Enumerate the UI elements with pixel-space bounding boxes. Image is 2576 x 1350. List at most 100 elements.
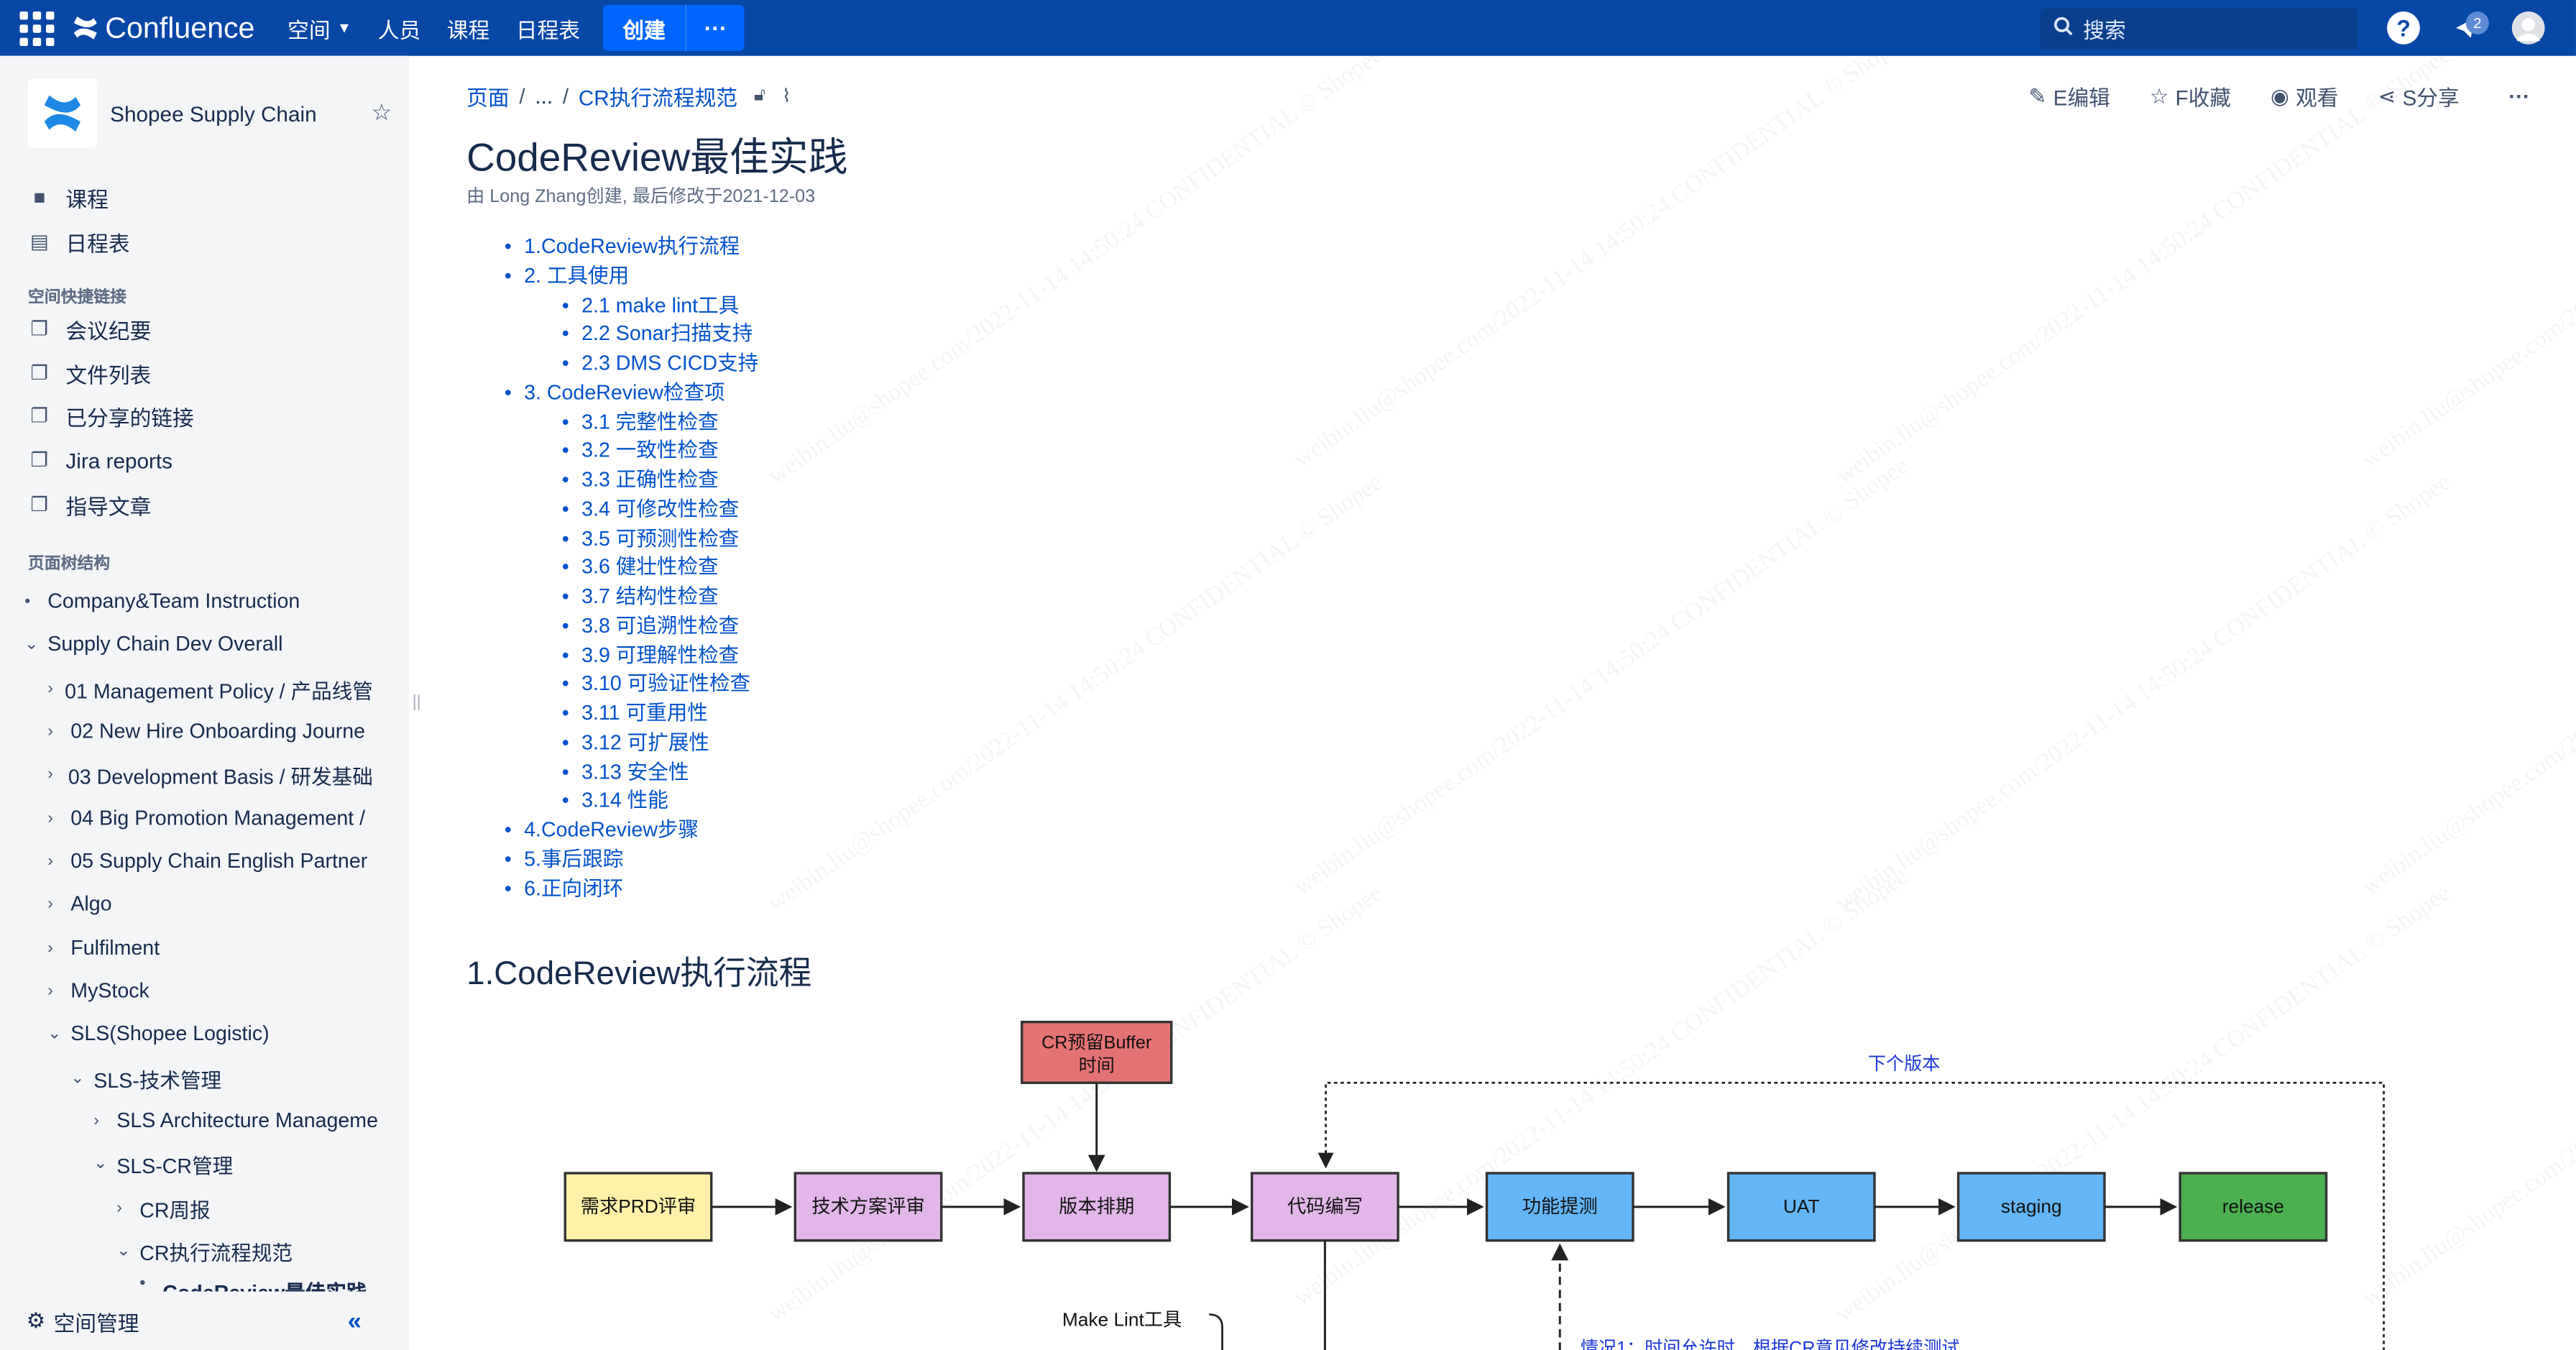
help-icon[interactable]: ? bbox=[2387, 11, 2420, 45]
chevron-right-icon[interactable]: › bbox=[116, 1198, 122, 1217]
restrictions-lock-icon[interactable]: 🔓︎ bbox=[753, 85, 766, 106]
shortcut-jira-reports[interactable]: ❐Jira reports bbox=[28, 442, 173, 478]
toc-link[interactable]: 2.3 DMS CICD支持 bbox=[581, 352, 759, 375]
chevron-down-icon[interactable]: ⌄ bbox=[93, 1154, 108, 1172]
collapse-sidebar-icon[interactable]: « bbox=[347, 1307, 362, 1336]
tree-item[interactable]: ›03 Development Basis / 研发基础 bbox=[47, 756, 373, 791]
favorite-button[interactable]: ☆F收藏 bbox=[2150, 81, 2231, 111]
shortcut-label: Jira reports bbox=[65, 447, 173, 473]
chevron-right-icon[interactable]: › bbox=[93, 1111, 99, 1130]
toc-link[interactable]: 3. CodeReview检查项 bbox=[524, 380, 725, 404]
chevron-right-icon[interactable]: › bbox=[47, 939, 53, 958]
tree-item[interactable]: ›Fulfilment bbox=[47, 930, 373, 966]
toc-link[interactable]: 4.CodeReview步骤 bbox=[524, 818, 699, 842]
toc-link[interactable]: 3.5 可预测性检查 bbox=[581, 526, 740, 550]
toc-link[interactable]: 3.14 性能 bbox=[581, 789, 668, 812]
shortcut-shared-links[interactable]: ❐已分享的链接 bbox=[28, 398, 194, 433]
toc-link[interactable]: 3.8 可追溯性检查 bbox=[581, 614, 740, 638]
tree-item[interactable]: ⌄SLS(Shopee Logistic) bbox=[47, 1016, 373, 1052]
tree-item[interactable]: › 01 Management Policy / 产品线管 bbox=[47, 671, 373, 707]
tree-item[interactable]: ›04 Big Promotion Management / bbox=[47, 800, 373, 836]
toc-link[interactable]: 3.7 结构性检查 bbox=[581, 584, 719, 608]
shortcut-file-list[interactable]: ❐文件列表 bbox=[28, 355, 152, 391]
bullet-icon: • bbox=[24, 592, 31, 611]
chevron-right-icon[interactable]: › bbox=[47, 852, 53, 871]
sidebar-item-calendar[interactable]: ▤日程表 bbox=[28, 224, 130, 260]
nav-spaces[interactable]: 空间▼ bbox=[275, 12, 365, 43]
chevron-down-icon[interactable]: ⌄ bbox=[47, 1024, 62, 1043]
space-header[interactable]: Shopee Supply Chain ☆ bbox=[27, 78, 406, 148]
flow-box-coding bbox=[1250, 1172, 1399, 1242]
chevron-right-icon[interactable]: › bbox=[47, 894, 53, 913]
toc-link[interactable]: 3.4 可修改性检查 bbox=[581, 497, 740, 520]
tree-item[interactable]: › CR周报 bbox=[116, 1190, 380, 1226]
nav-people[interactable]: 人员 bbox=[364, 12, 433, 43]
toc-link[interactable]: 3.3 正确性检查 bbox=[581, 468, 719, 492]
toc-link[interactable]: 1.CodeReview执行流程 bbox=[524, 234, 740, 258]
toc-link[interactable]: 5.事后跟踪 bbox=[524, 847, 624, 871]
nav-calendar[interactable]: 日程表 bbox=[503, 12, 594, 43]
flow-box-qa bbox=[1485, 1172, 1634, 1242]
toc-item: 2. 工具使用 bbox=[505, 262, 758, 292]
tree-item-label: 01 Management Policy / 产品线管 bbox=[65, 679, 373, 703]
tree-item[interactable]: ›Algo bbox=[47, 886, 373, 922]
tree-item[interactable]: ›MyStock bbox=[47, 973, 373, 1009]
shortcut-meeting-notes[interactable]: ❐会议纪要 bbox=[28, 311, 152, 346]
toc-item: 3.11 可重用性 bbox=[505, 700, 758, 730]
toc-link[interactable]: 3.13 安全性 bbox=[581, 760, 689, 784]
chevron-down-icon[interactable]: ⌄ bbox=[70, 1068, 85, 1087]
toc-link[interactable]: 3.10 可验证性检查 bbox=[581, 672, 751, 696]
toc-link[interactable]: 2.2 Sonar扫描支持 bbox=[581, 322, 753, 346]
user-avatar[interactable] bbox=[2511, 11, 2545, 45]
chevron-down-icon[interactable]: ⌄ bbox=[116, 1241, 131, 1259]
toc-link[interactable]: 3.12 可扩展性 bbox=[581, 730, 709, 754]
share-button[interactable]: ⋖S分享 bbox=[2378, 81, 2459, 111]
watch-button[interactable]: ◉观看 bbox=[2271, 81, 2339, 111]
search-input[interactable]: 搜索 bbox=[2040, 8, 2358, 50]
toc-link[interactable]: 2.1 make lint工具 bbox=[581, 293, 740, 316]
chevron-right-icon[interactable]: › bbox=[47, 764, 53, 784]
chevron-right-icon[interactable]: › bbox=[47, 679, 53, 698]
tree-item[interactable]: ›05 Supply Chain English Partner bbox=[47, 843, 373, 879]
shortcut-label: 文件列表 bbox=[65, 362, 152, 387]
tree-item[interactable]: › SLS Architecture Manageme bbox=[93, 1103, 380, 1139]
toc-link[interactable]: 3.6 健壮性检查 bbox=[581, 556, 719, 579]
chevron-down-icon[interactable]: ⌄ bbox=[24, 635, 39, 653]
nav-courses[interactable]: 课程 bbox=[433, 12, 502, 43]
toc-link[interactable]: 6.正向闭环 bbox=[524, 876, 624, 900]
toc-item: 5.事后跟踪 bbox=[505, 846, 758, 876]
toc-item: 3.8 可追溯性检查 bbox=[505, 612, 758, 642]
toc-link[interactable]: 3.2 一致性检查 bbox=[581, 438, 719, 462]
edit-button[interactable]: ✎E编辑 bbox=[2029, 81, 2110, 111]
shortcut-guide-articles[interactable]: ❐指导文章 bbox=[28, 487, 152, 523]
space-settings-footer[interactable]: ⚙ 空间管理 « bbox=[0, 1291, 410, 1350]
tree-item-label: SLS Architecture Manageme bbox=[116, 1108, 378, 1132]
toc-link[interactable]: 3.9 可理解性检查 bbox=[581, 643, 740, 666]
tree-item-label: CR周报 bbox=[139, 1198, 211, 1222]
chevron-right-icon[interactable]: › bbox=[47, 981, 53, 1000]
tree-item[interactable]: ⌄SLS-CR管理 bbox=[93, 1145, 380, 1181]
toc-link[interactable]: 3.11 可重用性 bbox=[581, 701, 708, 725]
tree-item[interactable]: ⌄CR执行流程规范 bbox=[116, 1232, 380, 1268]
attachment-icon[interactable]: ⌇ bbox=[782, 87, 791, 107]
tree-item[interactable]: ⌄SLS-技术管理 bbox=[70, 1060, 382, 1096]
sidebar-resize-handle[interactable]: || bbox=[412, 693, 421, 712]
tree-item[interactable]: ›02 New Hire Onboarding Journe bbox=[47, 713, 373, 749]
sidebar-item-courses[interactable]: ■课程 bbox=[28, 179, 109, 215]
breadcrumb-pages[interactable]: 页面 bbox=[466, 85, 510, 111]
app-switcher-icon[interactable] bbox=[18, 10, 55, 46]
toc-link[interactable]: 2. 工具使用 bbox=[524, 264, 630, 288]
toc-link[interactable]: 3.1 完整性检查 bbox=[581, 410, 719, 433]
create-button[interactable]: 创建 bbox=[602, 4, 686, 51]
breadcrumb-ellipsis[interactable]: ... bbox=[535, 83, 553, 109]
more-options-button[interactable]: ··· bbox=[685, 4, 745, 51]
chevron-right-icon[interactable]: › bbox=[47, 809, 53, 827]
favorite-space-star-icon[interactable]: ☆ bbox=[371, 98, 392, 125]
toc-item: 3. CodeReview检查项 bbox=[505, 379, 758, 408]
confluence-logo[interactable]: Confluence bbox=[70, 11, 254, 45]
tree-item[interactable]: •Company&Team Instruction bbox=[24, 583, 394, 619]
breadcrumb-parent[interactable]: CR执行流程规范 bbox=[578, 85, 738, 111]
more-actions-icon[interactable]: ··· bbox=[2508, 83, 2530, 109]
tree-item[interactable]: ⌄Supply Chain Dev Overall bbox=[24, 626, 394, 662]
chevron-right-icon[interactable]: › bbox=[47, 722, 53, 740]
